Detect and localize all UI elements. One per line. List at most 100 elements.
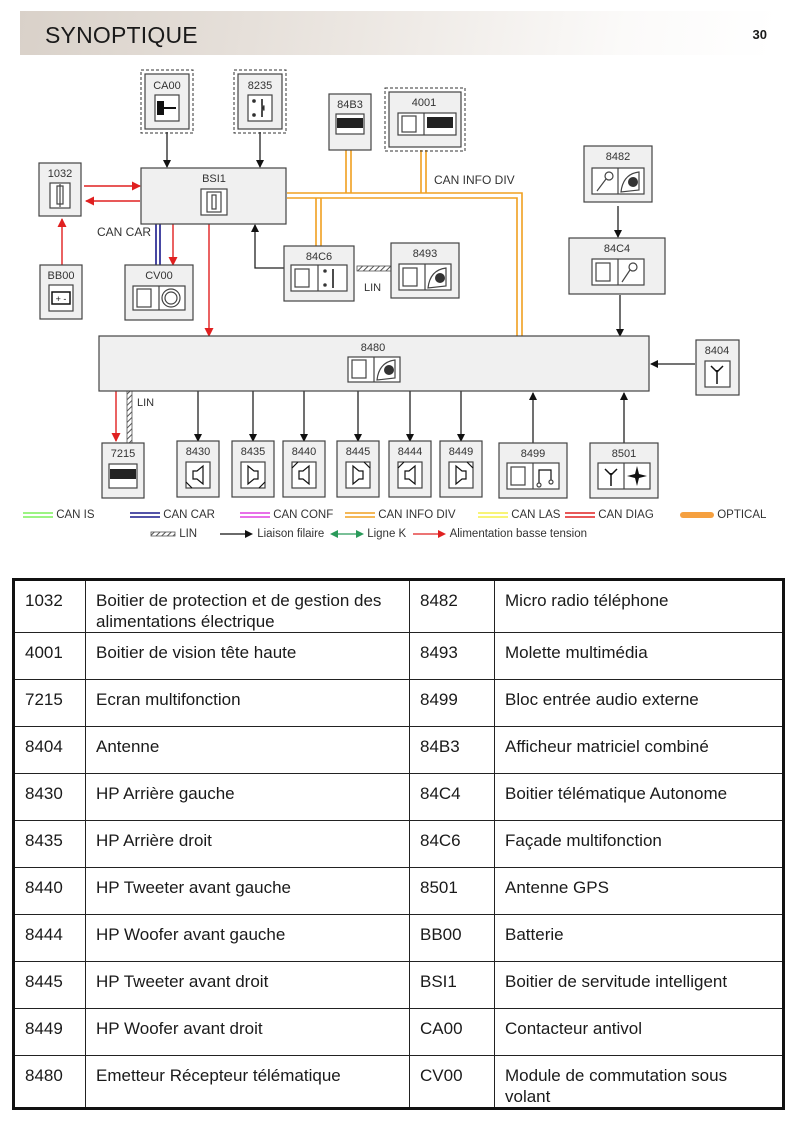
component-code: 7215 (13, 679, 86, 727)
component-84b3[interactable]: 84B3 (328, 93, 372, 151)
component-8440[interactable]: 8440 (282, 440, 326, 498)
speaker-icon (345, 461, 371, 489)
legend-label: Liaison filaire (257, 528, 325, 540)
legend-label: Ligne K (367, 528, 407, 540)
legend-swatch (565, 512, 595, 518)
component-description: Contacteur antivol (494, 1008, 784, 1056)
svg-text:8440: 8440 (292, 446, 316, 458)
svg-text:84B3: 84B3 (337, 99, 363, 111)
component-4001[interactable]: 4001 (388, 91, 462, 148)
component-code: 4001 (13, 632, 86, 680)
legend-label: LIN (179, 528, 198, 540)
svg-text:8404: 8404 (705, 345, 729, 357)
component-84c4[interactable]: 84C4 (568, 237, 666, 295)
component-description: Afficheur matriciel combiné (494, 726, 784, 774)
legend-label: Alimentation basse tension (449, 528, 588, 540)
component-description: HP Woofer avant droit (85, 1008, 410, 1056)
component-8482[interactable]: 8482 (583, 145, 653, 203)
ecu-music-note-icon (506, 462, 560, 490)
component-description: HP Arrière gauche (85, 773, 410, 821)
component-8444[interactable]: 8444 (388, 440, 432, 498)
component-description: Ecran multifonction (85, 679, 410, 727)
legend-item: CAN INFO DIV (345, 509, 456, 521)
legend-item: Ligne K (330, 528, 406, 540)
component-description: HP Tweeter avant droit (85, 961, 410, 1009)
component-ca00[interactable]: CA00 (144, 73, 190, 130)
ecu-switch-icon (290, 264, 348, 292)
ecu-display-icon (397, 112, 457, 136)
ca00-optional-outline (140, 69, 194, 134)
component-description: Batterie (494, 914, 784, 962)
legend-double-arrow-icon (330, 529, 364, 538)
legend-arrow-icon (413, 529, 446, 538)
display-icon (335, 113, 365, 135)
component-8499[interactable]: 8499 (498, 442, 568, 499)
component-description: Façade multifonction (494, 820, 784, 868)
component-84c6[interactable]: 84C6 (283, 245, 355, 302)
component-cv00[interactable]: CV00 (124, 264, 194, 321)
component-code: 8482 (409, 579, 495, 633)
component-8404[interactable]: 8404 (695, 339, 740, 396)
legend-item: LIN (150, 528, 197, 540)
antenna-gps-icon (597, 462, 651, 490)
legend-swatch (23, 512, 53, 518)
component-1032[interactable]: 1032 (38, 162, 82, 217)
ecu-phone-icon (398, 263, 452, 291)
4001-optional-outline (384, 87, 466, 152)
svg-text:+ -: + - (56, 294, 67, 304)
svg-text:8480: 8480 (361, 342, 385, 354)
speaker-icon (185, 461, 211, 489)
can-car-bus (155, 224, 161, 266)
component-bb00[interactable]: BB00 + - (39, 264, 83, 320)
lin-label-84c6: LIN (364, 282, 381, 294)
legend-item: Liaison filaire (220, 528, 324, 540)
component-code: BB00 (409, 914, 495, 962)
lin-link-7215 (126, 390, 133, 444)
component-8430[interactable]: 8430 (176, 440, 220, 498)
component-8235[interactable]: 8235 (237, 73, 283, 130)
component-description: HP Tweeter avant gauche (85, 867, 410, 915)
component-7215[interactable]: 7215 (101, 442, 145, 499)
legend-arrow-icon (220, 529, 253, 538)
component-8435[interactable]: 8435 (231, 440, 275, 498)
svg-text:1032: 1032 (48, 168, 72, 180)
component-description: Boitier de vision tête haute (85, 632, 410, 680)
component-description: Boitier de servitude intelligent (494, 961, 784, 1009)
component-8480[interactable]: 8480 (98, 335, 650, 392)
8235-optional-outline (233, 69, 287, 134)
svg-text:8435: 8435 (241, 446, 265, 458)
display-icon (108, 463, 138, 489)
component-code: 1032 (13, 579, 86, 633)
legend-label: CAN CAR (163, 509, 215, 521)
svg-text:8235: 8235 (248, 80, 272, 92)
component-code: BSI1 (409, 961, 495, 1009)
component-code: CA00 (409, 1008, 495, 1056)
lin-link-84c6-8493 (356, 265, 392, 272)
component-bsi1[interactable]: BSI1 (140, 167, 287, 225)
speaker-icon (291, 461, 317, 489)
component-8445[interactable]: 8445 (336, 440, 380, 498)
svg-text:8430: 8430 (186, 446, 210, 458)
legend-swatch (150, 531, 176, 537)
component-8449[interactable]: 8449 (439, 440, 483, 498)
component-8493[interactable]: 8493 (390, 242, 460, 299)
legend-label: CAN LAS (511, 509, 561, 521)
component-description: Boitier télématique Autonome (494, 773, 784, 821)
legend-swatch (345, 512, 375, 518)
speaker-icon (240, 461, 266, 489)
svg-text:8444: 8444 (398, 446, 422, 458)
legend-label: CAN INFO DIV (378, 509, 456, 521)
battery-icon: + - (48, 284, 74, 312)
svg-text:8449: 8449 (449, 446, 473, 458)
fuse-icon (49, 182, 71, 209)
component-8501[interactable]: 8501 (589, 442, 659, 499)
svg-text:CV00: CV00 (145, 270, 173, 282)
component-description: HP Woofer avant gauche (85, 914, 410, 962)
